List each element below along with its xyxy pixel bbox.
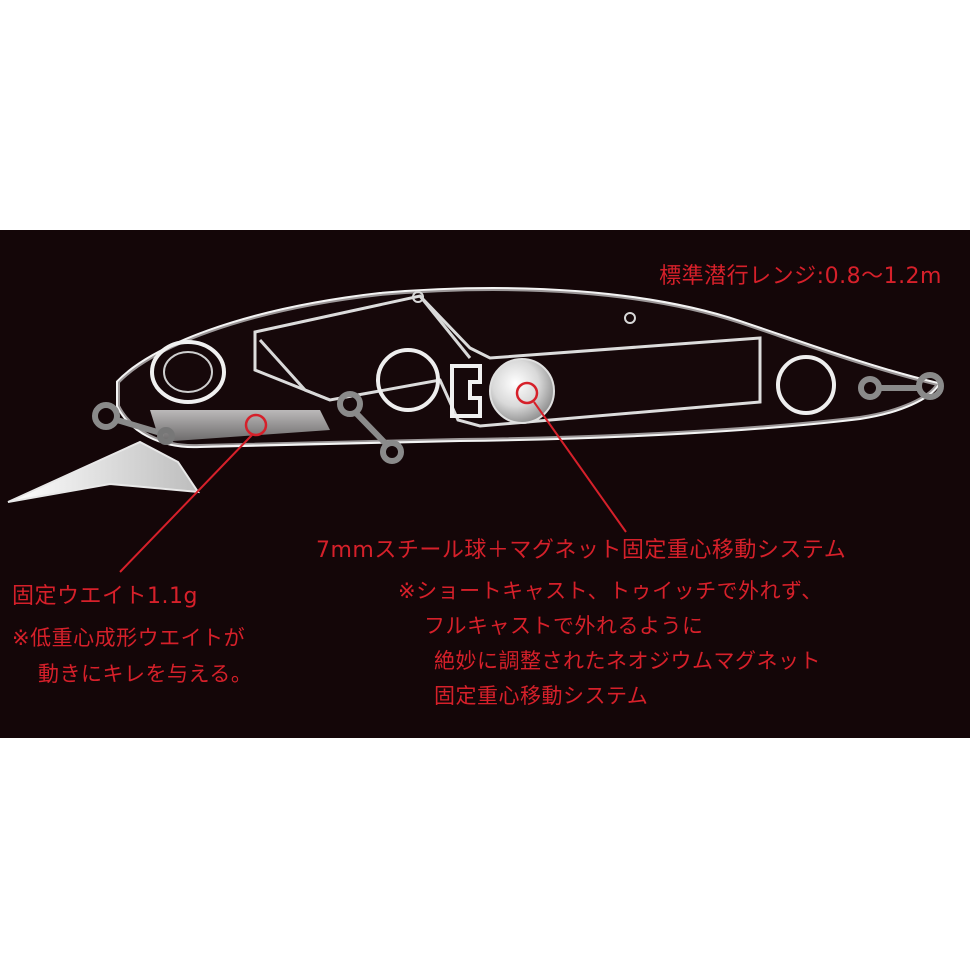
lure-illustration (7, 287, 944, 573)
steel-ball-marker (515, 381, 539, 405)
diving-range-label: 標準潜行レンジ:0.8〜1.2m (659, 264, 942, 289)
fixed-weight (150, 410, 330, 442)
lure-body (116, 287, 942, 449)
system-label: 7mmスチール球＋マグネット固定重心移動システム (316, 538, 847, 563)
system-notes: ※ショートキャスト、トゥイッチで外れず、 フルキャストで外れるように 絶妙に調整… (398, 574, 823, 714)
weight-notes: ※低重心成形ウエイトが 動きにキレを与える。 (12, 620, 252, 692)
system-leader-line (533, 401, 627, 533)
diving-lip (7, 440, 200, 503)
weight-note-line: ※低重心成形ウエイトが (12, 626, 246, 650)
weight-leader-line (119, 434, 253, 573)
weight-note-line: 動きにキレを与える。 (38, 662, 253, 686)
magnet-bracket (450, 364, 482, 418)
tail-eyelet (858, 372, 944, 400)
line-tie-eyelet (92, 402, 175, 445)
front-chamber (376, 348, 440, 412)
head-chamber (150, 340, 226, 404)
system-note-line: 固定重心移動システム (434, 684, 649, 708)
system-note-line: フルキャストで外れるように (424, 614, 704, 638)
belly-hook-eyelet (337, 391, 404, 464)
system-note-line: ※ショートキャスト、トゥイッチで外れず、 (398, 579, 823, 603)
diagram-panel: 標準潜行レンジ:0.8〜1.2m 7mmスチール球＋マグネット固定重心移動システ… (0, 230, 970, 738)
system-note-line: 絶妙に調整されたネオジウムマグネット (434, 649, 821, 673)
steel-ball (489, 358, 555, 424)
fixed-weight-marker (244, 413, 268, 437)
weight-label: 固定ウエイト1.1g (12, 584, 198, 609)
rear-chamber (776, 355, 836, 415)
